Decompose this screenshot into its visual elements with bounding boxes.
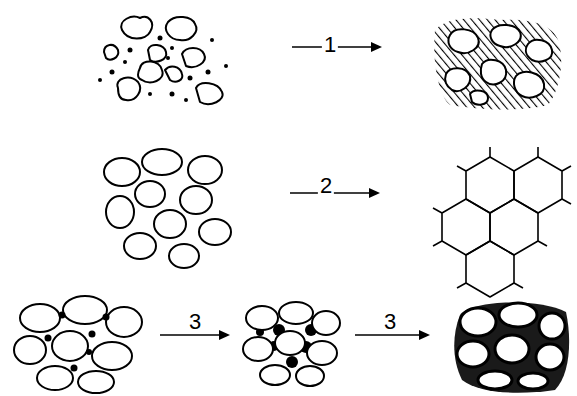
step-number: 1: [322, 34, 338, 56]
process-arrow: [160, 42, 430, 340]
loose-particles: [104, 17, 223, 104]
step-number: 3: [382, 311, 398, 333]
grains-initial-neck: [14, 296, 142, 393]
dense-body: [454, 303, 569, 393]
powder-dots: [98, 36, 228, 103]
bonded-matrix: [434, 18, 561, 109]
step-number: 2: [318, 175, 334, 197]
grain-network: [433, 147, 571, 297]
step-number: 3: [187, 311, 203, 333]
grains-grown-neck: [243, 302, 340, 386]
loose-grains: [104, 149, 231, 268]
